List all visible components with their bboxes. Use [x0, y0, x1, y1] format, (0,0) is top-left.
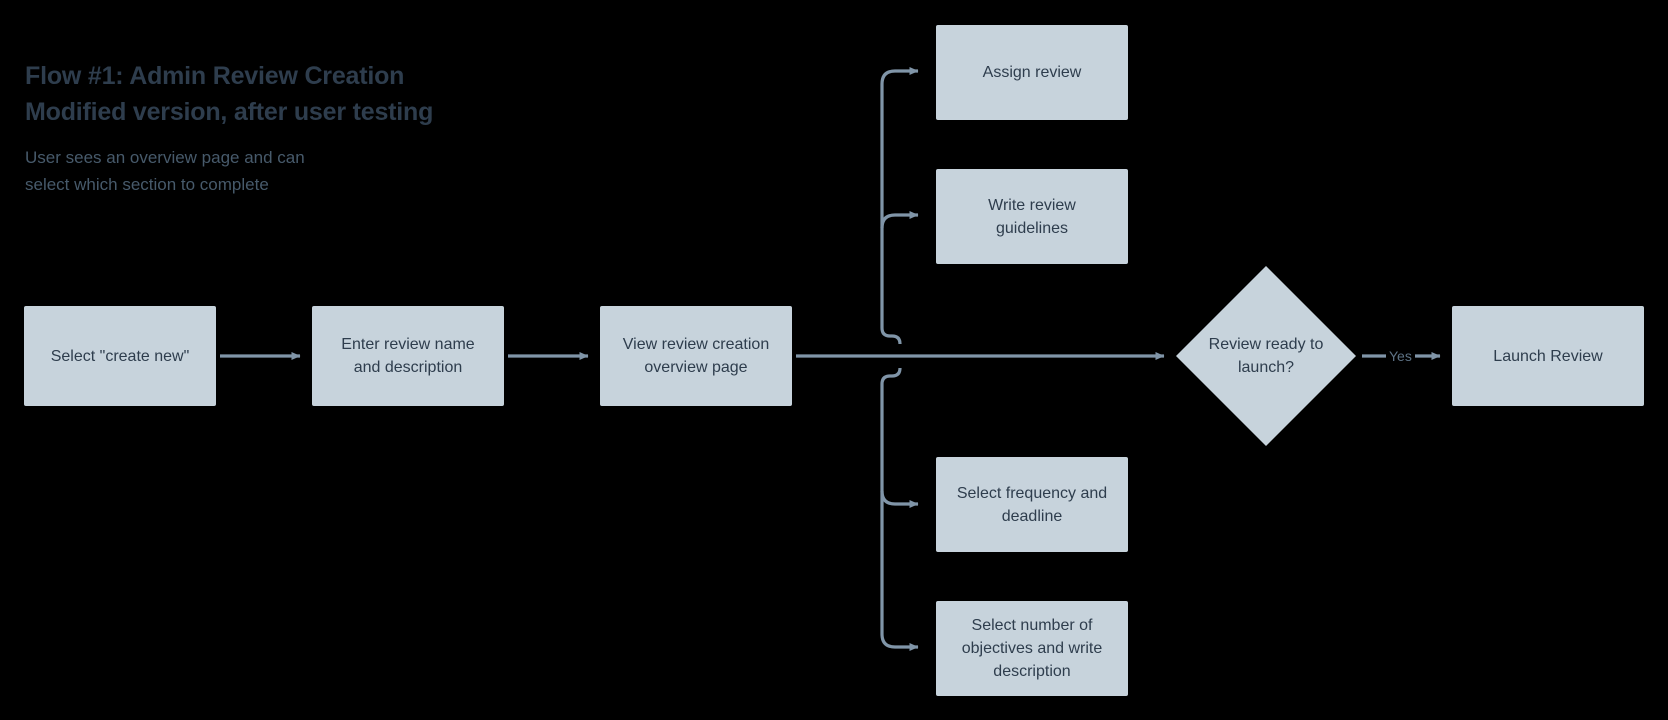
node-label: Select number of objectives and write de… — [961, 617, 1103, 680]
diamond-shape — [1176, 266, 1356, 446]
diagram-heading: Flow #1: Admin Review Creation Modified … — [25, 58, 645, 198]
branch-to-write-guidelines — [880, 211, 919, 229]
branch-trunk-up — [880, 67, 919, 345]
branch-trunk-down — [880, 367, 919, 651]
node-enter-review-name[interactable]: Enter review name and description — [312, 306, 504, 406]
node-review-ready-to-launch[interactable]: Review ready to launch? — [1176, 266, 1356, 446]
diagram-subtitle-line-2: select which section to complete — [25, 175, 269, 194]
node-label: Write review guidelines — [988, 196, 1076, 237]
node-select-create-new[interactable]: Select "create new" — [24, 306, 216, 406]
node-label: Select "create new" — [50, 347, 190, 365]
node-label: Select frequency and deadline — [956, 484, 1108, 525]
node-select-objectives[interactable]: Select number of objectives and write de… — [936, 601, 1128, 696]
node-launch-review[interactable]: Launch Review — [1452, 306, 1644, 406]
branch-to-frequency — [880, 490, 919, 508]
diagram-title-line-1: Flow #1: Admin Review Creation — [25, 62, 405, 90]
diagram-subtitle-line-1: User sees an overview page and can — [25, 148, 305, 167]
diagram-title-line-2: Modified version, after user testing — [25, 98, 434, 126]
node-label: Assign review — [982, 64, 1082, 81]
node-label: Review ready to launch? — [1208, 336, 1324, 376]
node-label: Enter review name and description — [341, 336, 475, 376]
node-view-overview-page[interactable]: View review creation overview page — [600, 306, 792, 406]
node-label: View review creation overview page — [622, 336, 770, 376]
edge-label-yes: Yes — [1386, 347, 1415, 365]
node-label: Launch Review — [1493, 347, 1603, 365]
node-write-review-guidelines[interactable]: Write review guidelines — [936, 169, 1128, 264]
node-select-frequency-deadline[interactable]: Select frequency and deadline — [936, 457, 1128, 552]
diagram-subtitle: User sees an overview page and can selec… — [25, 144, 645, 198]
node-assign-review[interactable]: Assign review — [936, 25, 1128, 120]
